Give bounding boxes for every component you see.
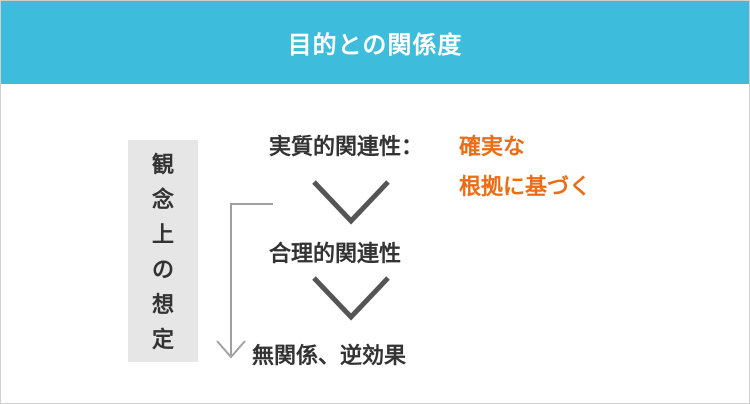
side-label-char: 上 [151, 223, 174, 248]
arrow-down-icon [216, 340, 246, 359]
side-label-char: 定 [151, 328, 174, 353]
level-top: 実質的関連性： [269, 129, 423, 161]
note-line-2: 根拠に基づく [459, 175, 592, 200]
side-label-char: 想 [151, 293, 174, 318]
chevron-down-icon [312, 276, 390, 321]
level-bottom: 無関係、逆効果 [252, 344, 407, 369]
header-title: 目的との関係度 [1, 1, 749, 84]
side-label-box: 観 念 上 の 想 定 [128, 140, 198, 362]
level-separator: ： [401, 135, 424, 160]
level-top-label: 実質的関連性 [269, 135, 402, 160]
side-label-char: 観 [151, 153, 174, 178]
note-line-1: 確実な [459, 135, 526, 160]
side-label: 観 念 上 の 想 定 [128, 148, 198, 358]
bracket-arrow-line [230, 203, 273, 355]
chevron-down-icon [312, 180, 390, 225]
level-middle: 合理的関連性 [269, 242, 402, 267]
side-label-char: 念 [151, 188, 174, 213]
side-label-char: の [151, 258, 174, 283]
